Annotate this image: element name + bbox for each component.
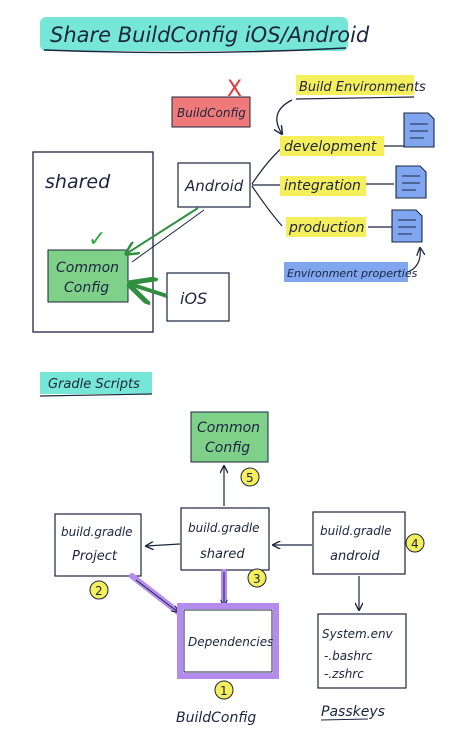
buildconfig-crossed-label: BuildConfig	[177, 106, 246, 120]
page-title: Share BuildConfig iOS/Android	[50, 23, 370, 47]
env-props-highlight	[284, 262, 408, 282]
shared-label: shared	[45, 171, 111, 193]
dependencies-box	[177, 603, 279, 679]
env-integration: integration	[284, 178, 361, 194]
shared-box	[32, 151, 154, 333]
common-config-top-line1: Common	[56, 260, 119, 276]
env-development: development	[284, 139, 377, 155]
env-production: production	[288, 220, 364, 236]
env-props-arrow	[407, 248, 420, 273]
badge-5	[240, 467, 260, 487]
android-gradle-line1: build.gradle	[320, 524, 392, 538]
badge-2-label: 2	[95, 584, 103, 598]
system-env-line3: -.zshrc	[324, 667, 364, 681]
document-icon	[395, 165, 427, 199]
shared-to-project-arrow	[146, 544, 181, 546]
common-config-bottom-line2: Config	[205, 440, 250, 456]
shared-gradle-line1: build.gradle	[188, 521, 260, 535]
document-icon	[403, 112, 435, 148]
passkeys-caption: Passkeys	[321, 704, 385, 720]
project-gradle-box	[54, 513, 142, 577]
dependencies-label: Dependencies	[188, 635, 273, 649]
badge-3-label: 3	[253, 572, 261, 586]
env-int-highlight	[280, 176, 366, 196]
env-prod-highlight	[286, 217, 366, 237]
cross-mark: X	[227, 77, 242, 102]
badge-4	[405, 533, 425, 553]
title-highlight	[40, 17, 348, 51]
gradle-title-highlight	[40, 372, 152, 394]
project-gradle-line2: Project	[72, 549, 118, 564]
ios-to-common-arrow	[130, 284, 168, 296]
android-box	[177, 162, 251, 208]
common-config-top-line2: Config	[64, 280, 109, 296]
project-gradle-line1: build.gradle	[61, 525, 133, 539]
env-properties-label: Environment properties	[287, 267, 418, 280]
build-env-arrow	[277, 99, 293, 134]
ios-box	[166, 272, 230, 322]
android-to-common-arrow-dark	[131, 209, 205, 263]
check-mark: ✓	[88, 227, 106, 252]
system-env-line2: -.bashrc	[324, 649, 373, 663]
build-env-highlight	[296, 75, 414, 95]
android-fan-dev	[251, 147, 283, 185]
env-dev-highlight	[280, 136, 384, 156]
common-config-bottom-box	[190, 411, 269, 463]
build-env-title: Build Environments	[299, 80, 426, 95]
buildconfig-caption: BuildConfig	[176, 710, 256, 726]
badge-2	[89, 580, 109, 600]
document-icon	[391, 209, 423, 243]
badge-1	[214, 680, 234, 700]
common-config-bottom-line1: Common	[197, 420, 260, 436]
ios-label: iOS	[180, 289, 207, 308]
android-gradle-line2: android	[330, 549, 380, 564]
badge-1-label: 1	[220, 684, 228, 698]
system-env-box	[317, 613, 407, 689]
build-env-underline	[295, 96, 415, 100]
buildconfig-crossed-box	[172, 97, 250, 127]
badge-3	[247, 568, 267, 588]
android-label: Android	[184, 177, 244, 195]
badge-5-label: 5	[246, 471, 254, 485]
system-env-line1: System.env	[322, 627, 394, 641]
title-underline	[43, 47, 347, 54]
badge-4-label: 4	[411, 537, 419, 551]
shared-gradle-line2: shared	[200, 547, 245, 562]
android-fan-prod	[251, 185, 283, 227]
android-to-common-arrow	[126, 207, 199, 254]
android-gradle-box	[312, 511, 406, 575]
gradle-scripts-title: Gradle Scripts	[48, 377, 140, 392]
